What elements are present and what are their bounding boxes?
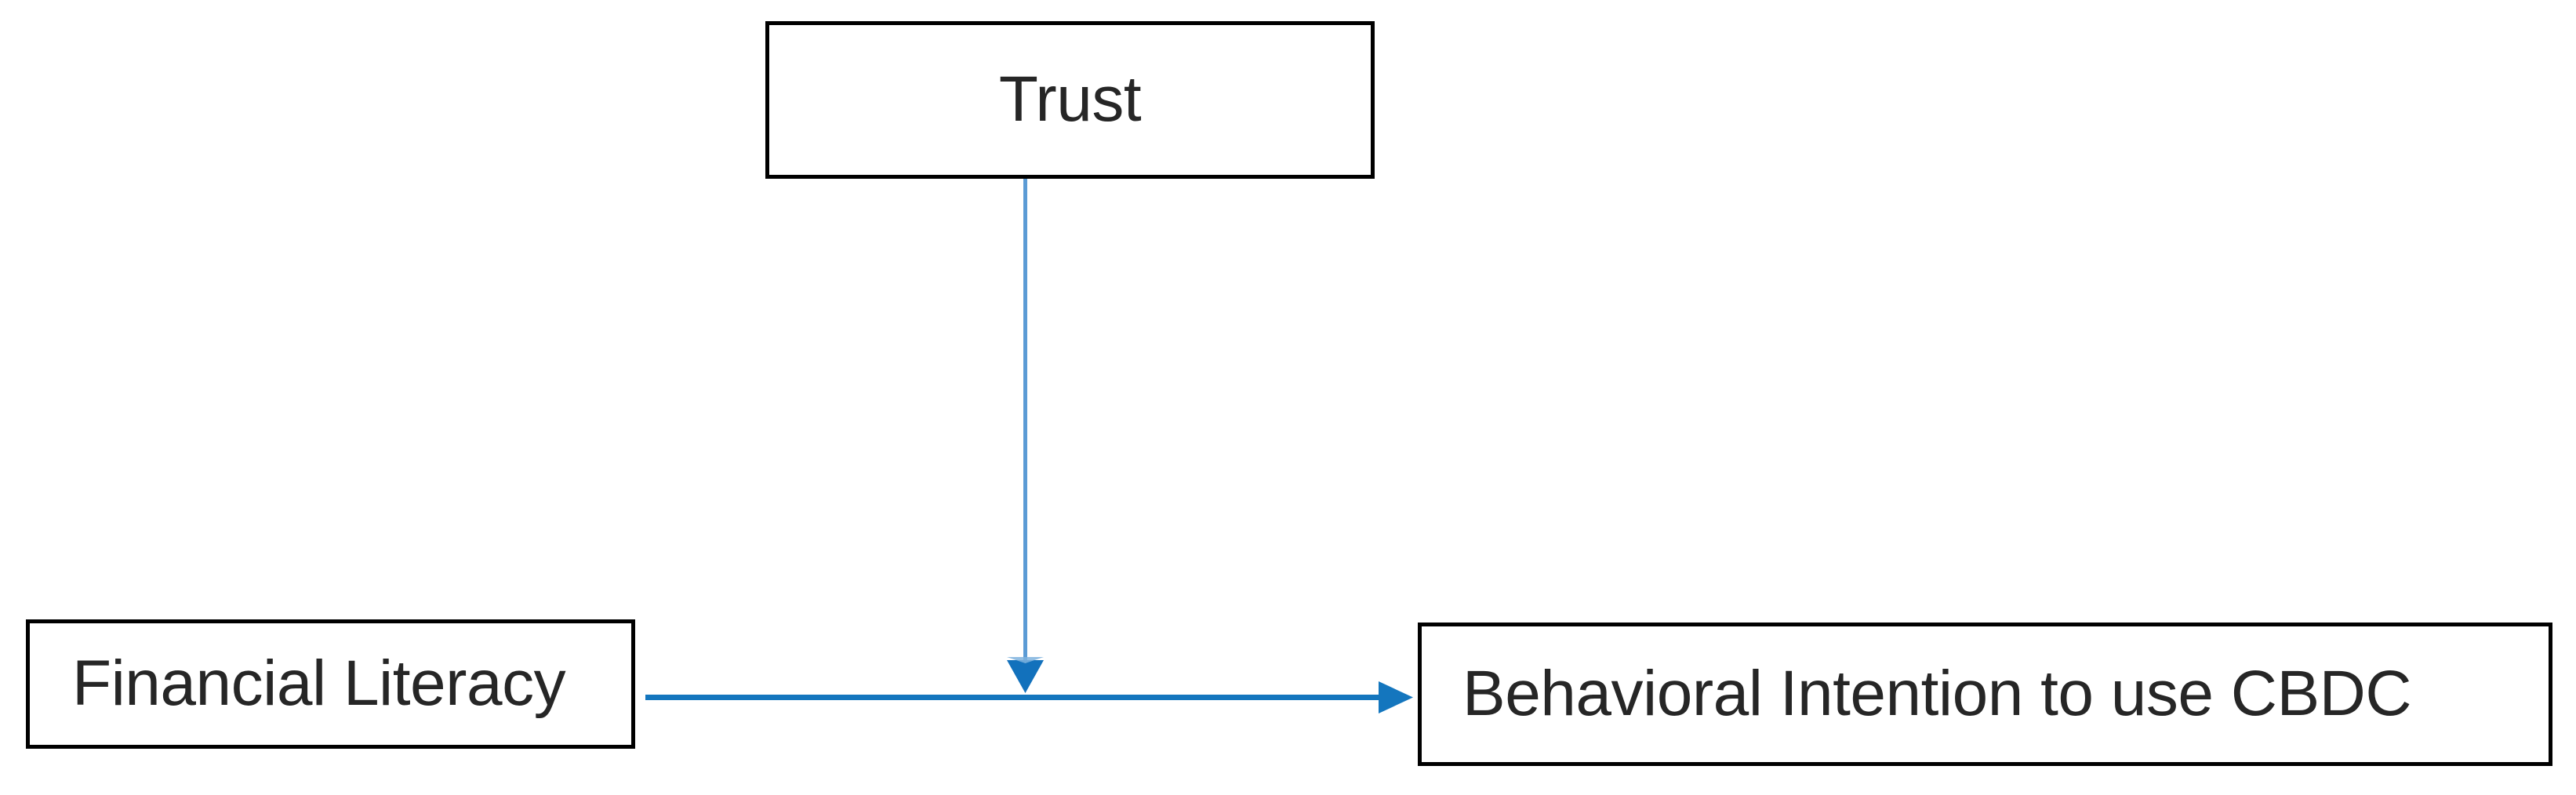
node-behavioral-intention-label: Behavioral Intention to use CBDC <box>1462 658 2412 730</box>
node-financial-literacy-label: Financial Literacy <box>72 648 566 720</box>
edge-trust-to-path-arrowhead <box>1007 660 1044 693</box>
edge-trust-to-path <box>1007 179 1044 693</box>
node-trust[interactable]: Trust <box>765 21 1375 179</box>
edge-financial-literacy-to-behavioral-intention <box>645 681 1413 713</box>
edge-main-arrowhead <box>1379 681 1413 713</box>
node-behavioral-intention[interactable]: Behavioral Intention to use CBDC <box>1418 623 2552 766</box>
edge-trust-to-path-arrowhead-halo <box>1007 657 1044 663</box>
node-financial-literacy[interactable]: Financial Literacy <box>26 619 635 749</box>
node-trust-label: Trust <box>998 64 1142 136</box>
